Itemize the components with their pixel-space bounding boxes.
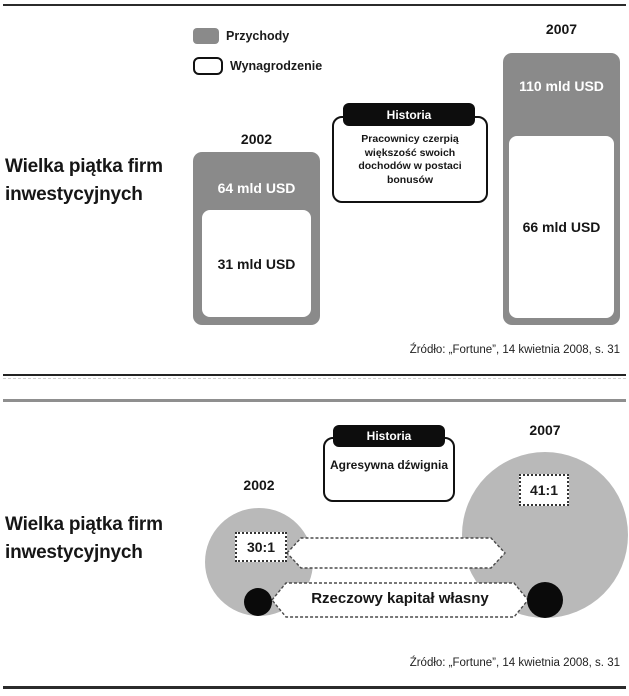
ratio-box-2002: 30:1 [235, 532, 287, 562]
bubble-year-2002: 2002 [243, 477, 275, 493]
revenue-value-2002: 64 mld USD [217, 180, 296, 196]
revenue-swatch-icon [193, 28, 219, 44]
top-border-rule [3, 4, 626, 6]
divider-rule-dark [3, 374, 626, 376]
top-panel-title: Wielka piątka firm inwestycyjnych [5, 156, 163, 205]
wage-bar-2002: 31 mld USD [202, 210, 311, 317]
divider-rule-dashed [3, 378, 626, 379]
historia-callout-top-header: Historia [343, 103, 475, 126]
wage-value-2007: 66 mld USD [522, 219, 601, 235]
source-line-top: Źródło: „Fortune”, 14 kwietnia 2008, s. … [409, 344, 620, 356]
legend-label-revenue: Przychody [226, 29, 290, 43]
equity-arrow-label: Rzeczowy kapitał własny [311, 590, 489, 607]
bottom-border-rule [3, 686, 626, 689]
equity-dot-2007 [527, 582, 563, 618]
revenue-bar-2002: 64 mld USD 31 mld USD [193, 152, 320, 325]
equity-dot-2002 [244, 588, 272, 616]
bubble-year-2007: 2007 [529, 422, 561, 438]
legend-label-wage: Wynagrodzenie [230, 59, 323, 73]
bar-year-2007: 2007 [545, 21, 578, 37]
source-line-bottom: Źródło: „Fortune”, 14 kwietnia 2008, s. … [409, 657, 620, 669]
ratio-arrow [286, 537, 506, 569]
ratio-box-2007: 41:1 [519, 474, 569, 506]
historia-callout-bottom-header: Historia [333, 425, 445, 447]
historia-callout-bottom-body: Agresywna dźwignia [323, 437, 455, 502]
revenue-value-2007: 110 mld USD [519, 78, 604, 94]
arrows-layer [271, 537, 529, 618]
historia-callout-bottom: Historia Agresywna dźwignia [323, 425, 455, 502]
revenue-bar-2007: 110 mld USD 66 mld USD [503, 53, 620, 325]
bar-year-2002: 2002 [240, 131, 273, 147]
wage-bar-2007: 66 mld USD [509, 136, 614, 318]
divider-rule-gray [3, 399, 626, 402]
legend-row-revenue: Przychody [193, 28, 289, 44]
legend-row-wage: Wynagrodzenie [193, 57, 322, 75]
historia-callout-top-body: Pracownicy czerpią większość swoich doch… [332, 116, 488, 203]
bottom-panel-title: Wielka piątka firm inwestycyjnych [5, 514, 163, 563]
wage-swatch-icon [193, 57, 223, 75]
historia-callout-top: Historia Pracownicy czerpią większość sw… [332, 103, 488, 203]
wage-value-2002: 31 mld USD [217, 255, 296, 272]
